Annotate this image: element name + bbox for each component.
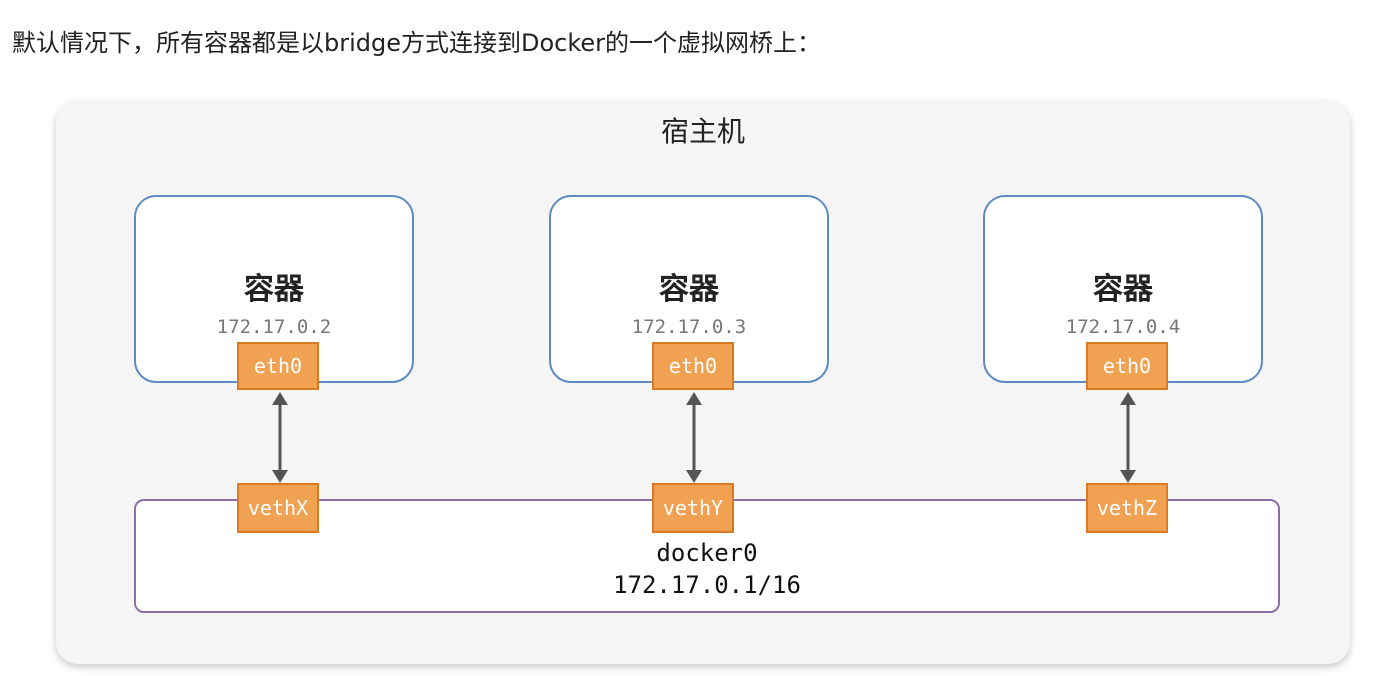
eth0-interface-2: eth0 (652, 342, 734, 390)
container-label-1: 容器 (244, 272, 304, 307)
eth0-interface-3: eth0 (1086, 342, 1168, 390)
connection-arrow-2 (686, 392, 702, 483)
bridge-ip: 172.17.0.1/16 (613, 571, 801, 599)
container-ip-2: 172.17.0.3 (631, 316, 747, 338)
connection-arrow-1 (272, 392, 288, 483)
container-label-2: 容器 (659, 272, 719, 307)
connection-arrow-3 (1120, 392, 1136, 483)
eth0-interface-1: eth0 (237, 342, 319, 390)
container-label-3: 容器 (1093, 272, 1153, 307)
veth-interface-1: vethX (237, 483, 319, 533)
container-ip-1: 172.17.0.2 (216, 316, 332, 338)
veth-interface-3: vethZ (1086, 483, 1168, 533)
host-label: 宿主机 (660, 115, 745, 148)
intro-text: 默认情况下，所有容器都是以bridge方式连接到Docker的一个虚拟网桥上： (12, 29, 822, 57)
veth-interface-2: vethY (652, 483, 734, 533)
container-ip-3: 172.17.0.4 (1065, 316, 1181, 338)
bridge-name: docker0 (656, 539, 758, 567)
